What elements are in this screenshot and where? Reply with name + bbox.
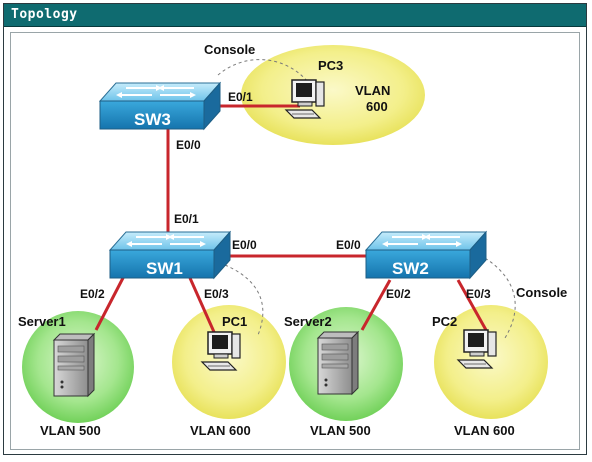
pc2-vlan-label: VLAN 600 [454,423,515,438]
pc3-vlan-number: 600 [366,99,388,114]
window-title: Topology [11,7,78,22]
console-cable-pc2 [479,254,516,339]
server1[interactable] [53,333,95,397]
vlan600-zone-pc1 [172,305,286,419]
link-sw2-server2 [360,279,392,331]
port-sw3-sw1: E0/0 [176,138,201,152]
console-cable-pc1 [224,264,264,336]
sw2-label: SW2 [392,259,429,278]
sw1-label: SW1 [146,259,183,278]
pc3-vlan-label: VLAN [355,83,390,98]
server1-vlan-label: VLAN 500 [40,423,101,438]
pc1-vlan-label: VLAN 600 [190,423,251,438]
port-sw2-sw1: E0/0 [336,238,361,252]
port-sw1-sw3: E0/1 [174,212,199,226]
console-label-top: Console [204,42,255,57]
server2-label: Server2 [284,314,332,329]
console-cable-pc3 [217,59,309,83]
vlan600-zone-pc2 [434,305,548,419]
title-bar: Topology [4,4,586,27]
port-sw1-server1: E0/2 [80,287,105,301]
sw3-label: SW3 [134,110,171,129]
server1-label: Server1 [18,314,66,329]
console-label-right: Console [516,285,567,300]
port-sw2-pc2: E0/3 [466,287,491,301]
pc1-label: PC1 [222,314,247,329]
link-sw2-pc2 [456,279,488,331]
server2-vlan-label: VLAN 500 [310,423,371,438]
switch-sw3[interactable]: SW3 [99,82,221,130]
port-sw1-pc1: E0/3 [204,287,229,301]
server2[interactable] [317,331,359,395]
port-sw1-sw2: E0/0 [232,238,257,252]
switch-sw1[interactable]: SW1 [109,231,231,279]
link-sw1-pc1 [188,277,216,333]
switch-sw2[interactable]: SW2 [365,231,487,279]
server-icon [53,333,95,397]
vlan600-zone-pc3 [241,45,425,145]
port-sw3-pc3: E0/1 [228,90,253,104]
server-icon [317,331,359,395]
pc3-label: PC3 [318,58,343,73]
pc2-label: PC2 [432,314,457,329]
port-sw2-server2: E0/2 [386,287,411,301]
link-sw1-server1 [94,275,126,331]
